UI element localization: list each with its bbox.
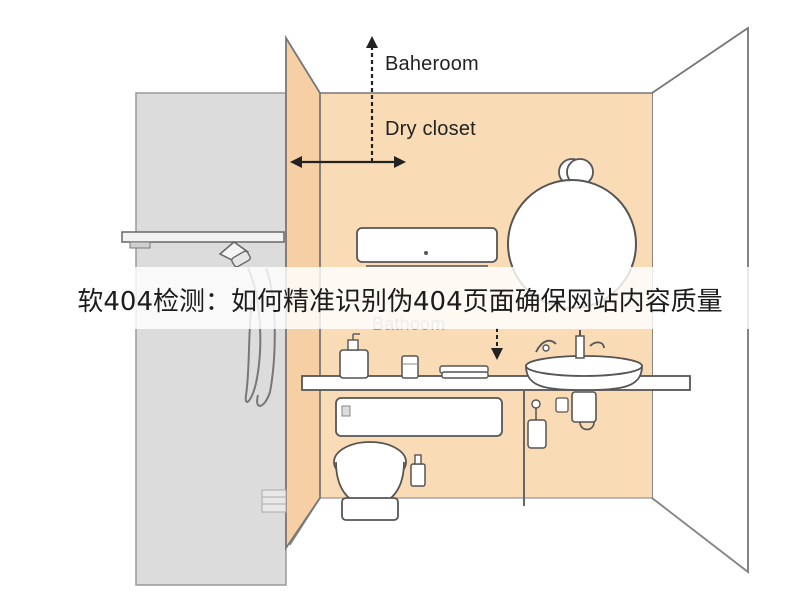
- wall-hook-right-icon: [589, 341, 605, 349]
- overlay-banner: [0, 267, 800, 329]
- wall-cabinet: [356, 227, 498, 263]
- label-baheroom: Baheroom: [385, 53, 479, 75]
- cup-icon: [401, 355, 419, 379]
- floor-bottle-icon: [410, 454, 426, 487]
- shower-tray: [261, 489, 287, 513]
- overlay-banner-text: 软404检测：如何精准识别伪404页面确保网站内容质量: [77, 287, 723, 317]
- toilet-brush-icon: [527, 399, 547, 449]
- shower-shelf: [121, 231, 285, 243]
- toilet-icon: [333, 441, 407, 521]
- label-dry-closet: Dry closet: [385, 118, 476, 140]
- sink-basin-icon: [525, 355, 643, 391]
- faucet-icon: [575, 330, 585, 359]
- towel-stack-icon: [439, 365, 489, 379]
- soap-dispenser-icon: [339, 333, 369, 379]
- sink-drain-pipe: [555, 391, 597, 431]
- toilet-tank: [335, 397, 503, 437]
- wall-hook-left-icon: [535, 339, 557, 353]
